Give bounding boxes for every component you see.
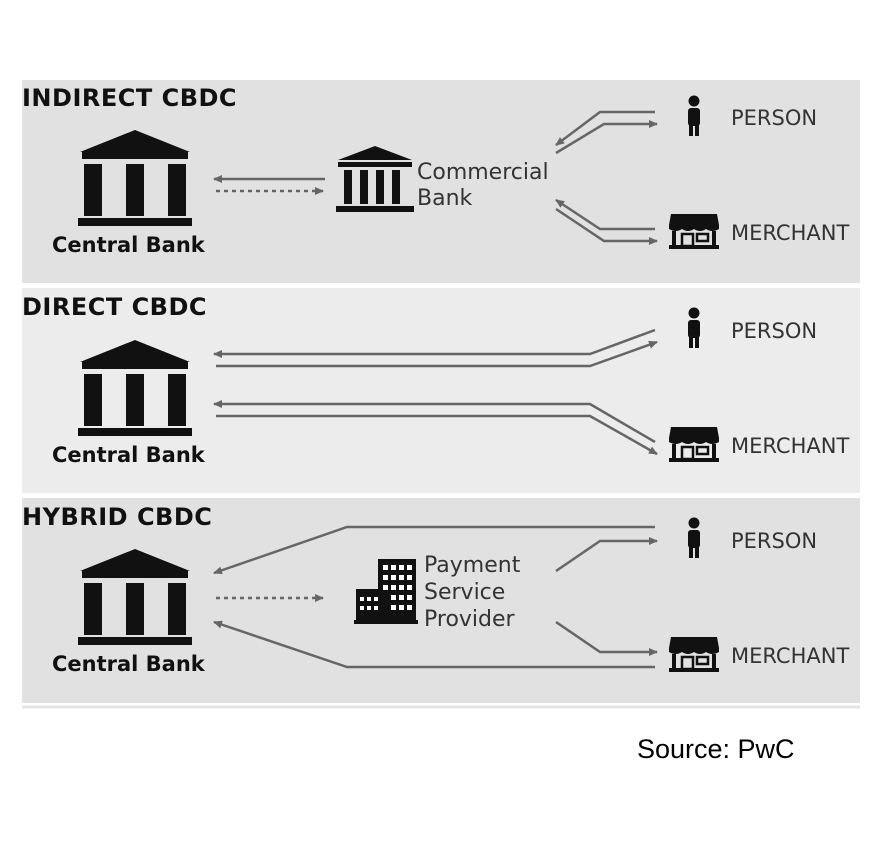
central-bank-label: Central Bank (52, 443, 206, 467)
psp-merchant-arrows (555, 620, 658, 656)
psp-label-line2: Service (424, 580, 505, 605)
merchant-label: MERCHANT (731, 434, 849, 458)
commercial-bank-label-line2: Bank (417, 186, 473, 211)
psp-label-line1: Payment (424, 553, 521, 578)
panel-title: HYBRID CBDC (22, 503, 212, 531)
central-bank-label: Central Bank (52, 652, 206, 676)
commercial-person-arrows (555, 110, 658, 155)
central-bank-label: Central Bank (52, 233, 206, 257)
merchant-label: MERCHANT (731, 221, 849, 245)
direct-panel: DIRECT CBDC Central Bank PERSON MERCHANT (22, 288, 860, 493)
panel-title: DIRECT CBDC (22, 293, 207, 321)
commercial-merchant-arrows (555, 198, 658, 245)
merchant-central-arrow (213, 620, 655, 669)
person-label: PERSON (731, 319, 817, 343)
hybrid-panel: HYBRID CBDC Central Bank Payment Service… (22, 498, 860, 703)
central-merchant-arrows (213, 400, 658, 456)
source-caption: Source: PwC (637, 734, 795, 764)
central-commercial-arrows (213, 175, 325, 195)
person-central-arrow (213, 525, 655, 575)
indirect-panel: INDIRECT CBDC Central Bank Commercial Ba… (22, 80, 860, 283)
central-person-arrows (213, 328, 658, 368)
direct-panel-bg (22, 288, 860, 493)
indirect-panel-bg (22, 80, 860, 283)
person-label: PERSON (731, 106, 817, 130)
commercial-bank-label-line1: Commercial (417, 160, 549, 185)
psp-label-line3: Provider (424, 607, 516, 632)
person-label: PERSON (731, 529, 817, 553)
panel-title: INDIRECT CBDC (22, 84, 237, 112)
psp-person-arrows (555, 537, 658, 573)
hybrid-panel-bg (22, 498, 860, 703)
merchant-label: MERCHANT (731, 644, 849, 668)
